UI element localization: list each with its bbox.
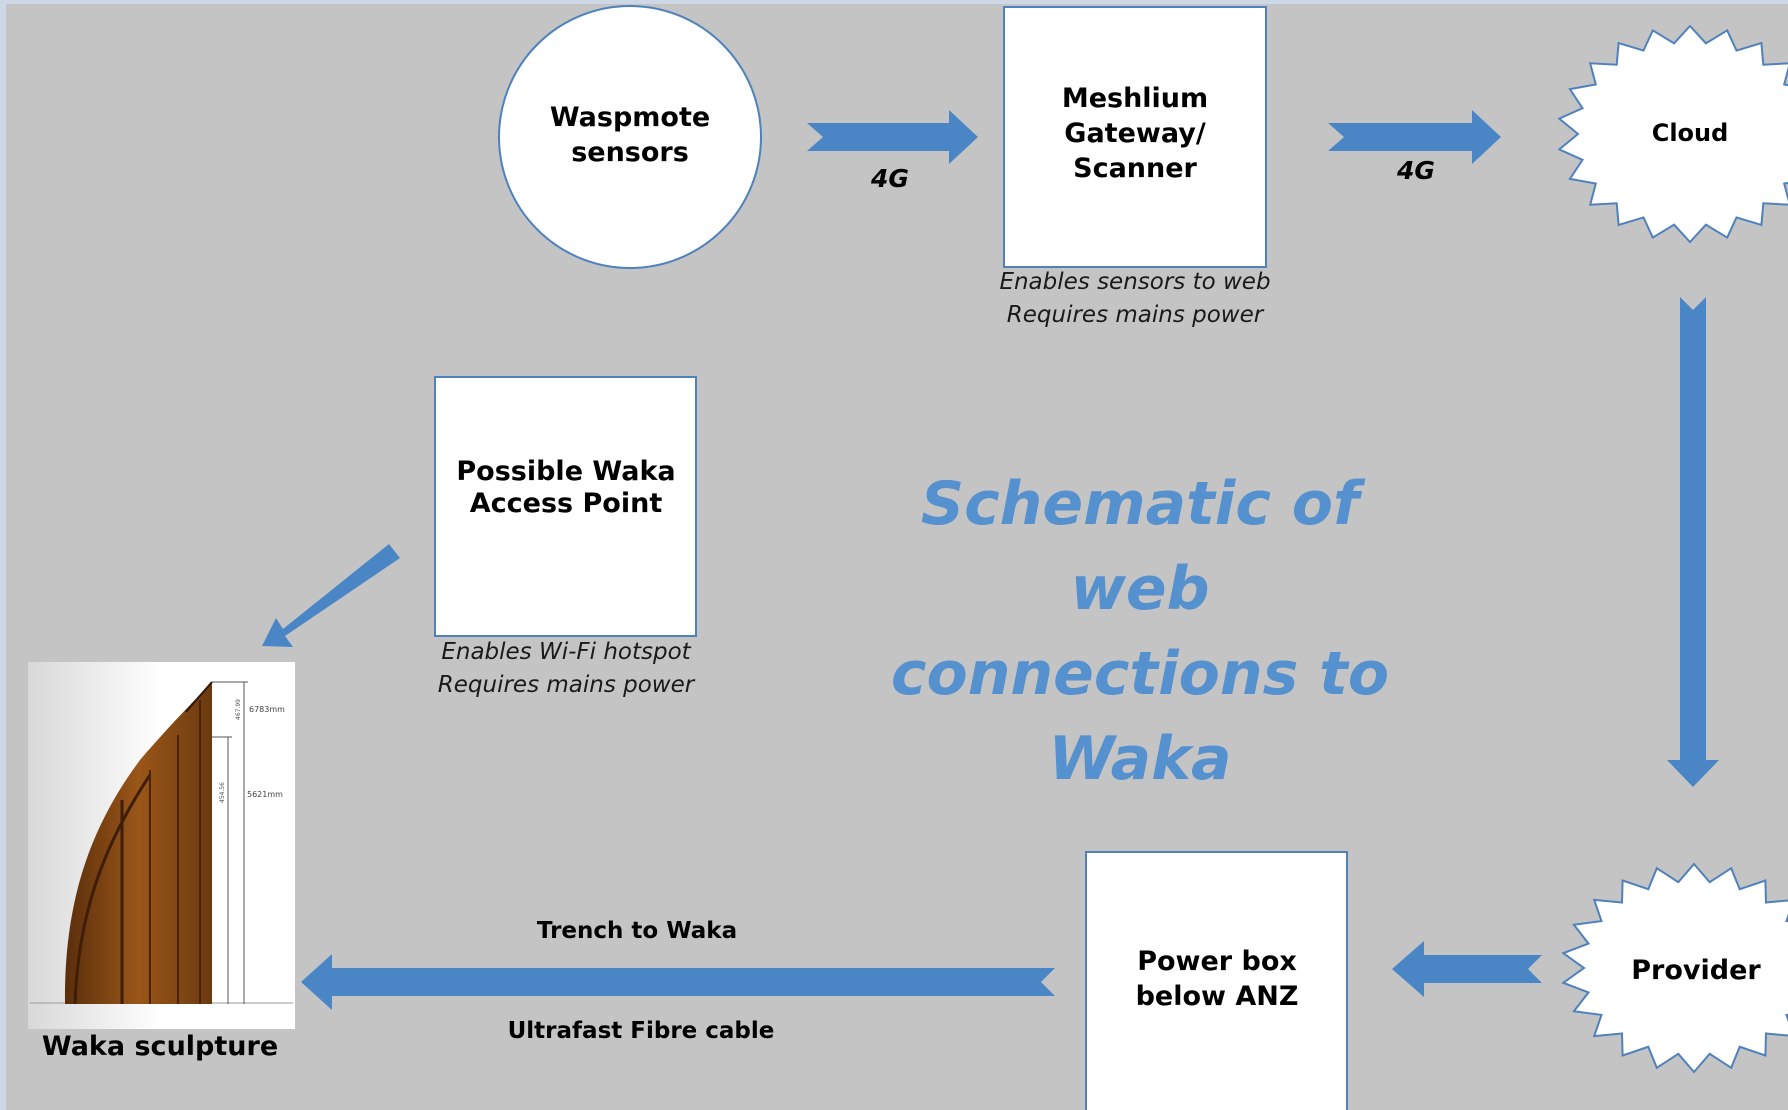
waspmote-label-line: Waspmote [549, 102, 711, 133]
trench-label: Trench to Waka [536, 918, 738, 944]
title-line: connections to [890, 639, 1390, 709]
power-box-label-line: below ANZ [1135, 981, 1299, 1013]
access-point-label-line: Access Point [469, 488, 663, 520]
waka-sculpture-caption: Waka sculpture [41, 1031, 279, 1062]
arrow-meshlium-to-cloud [1328, 110, 1501, 164]
waka-dimension-label: 5621mm [247, 790, 283, 799]
waka-dimension-label: 467.99 [235, 699, 242, 720]
meshlium-label-line: Scanner [1073, 153, 1197, 185]
meshlium-note-line: Enables sensors to web [999, 269, 1271, 295]
meshlium-gateway-node [1003, 6, 1267, 268]
arrow-access-point-to-waka [262, 544, 400, 647]
title-line: Waka [1048, 724, 1232, 794]
access-point-node [434, 376, 697, 637]
waspmote-sensors-node [498, 5, 762, 269]
waka-sculpture-image: 6783mm 5621mm 467.99 454.56 [28, 662, 295, 1029]
meshlium-label-line: Meshlium [1061, 83, 1209, 114]
waspmote-label-line: sensors [571, 137, 689, 169]
waspmote-to-meshlium-label: 4G [871, 164, 909, 193]
power-box-node [1085, 851, 1348, 1110]
provider-node [1561, 862, 1788, 1074]
meshlium-to-cloud-label: 4G [1397, 156, 1435, 185]
waka-dimension-label: 454.56 [219, 782, 226, 803]
meshlium-label-line: Gateway/ [1064, 118, 1206, 150]
waka-dimension-label: 6783mm [249, 705, 285, 714]
arrow-waspmote-to-meshlium [807, 110, 978, 164]
waspmote-sensors-label: Waspmote sensors [520, 100, 740, 170]
arrow-cloud-to-provider [1667, 297, 1719, 787]
provider-label: Provider [1631, 955, 1761, 986]
access-point-label: Possible Waka Access Point [445, 456, 687, 521]
diagram-background [6, 4, 1788, 1110]
power-box-label: Power box below ANZ [1096, 944, 1338, 1014]
access-point-note: Enables Wi-Fi hotspot Requires mains pow… [416, 636, 716, 703]
power-box-label-line: Power box [1137, 946, 1297, 977]
access-point-note-line: Enables Wi-Fi hotspot [441, 639, 691, 665]
arrow-provider-to-powerbox [1392, 941, 1542, 997]
access-point-label-line: Possible Waka [456, 456, 676, 487]
fibre-cable-label: Ultrafast Fibre cable [507, 1018, 775, 1044]
meshlium-note-line: Requires mains power [1006, 302, 1264, 329]
diagram-title: Schematic of web connections to Waka [850, 462, 1430, 802]
cloud-label: Cloud [1651, 119, 1729, 147]
access-point-note-line: Requires mains power [437, 672, 695, 699]
meshlium-gateway-label: Meshlium Gateway/ Scanner [1015, 81, 1255, 186]
meshlium-note: Enables sensors to web Requires mains po… [985, 266, 1285, 333]
arrow-powerbox-to-waka [301, 954, 1055, 1010]
cloud-node [1557, 24, 1788, 244]
title-line: Schematic of web [920, 469, 1360, 624]
